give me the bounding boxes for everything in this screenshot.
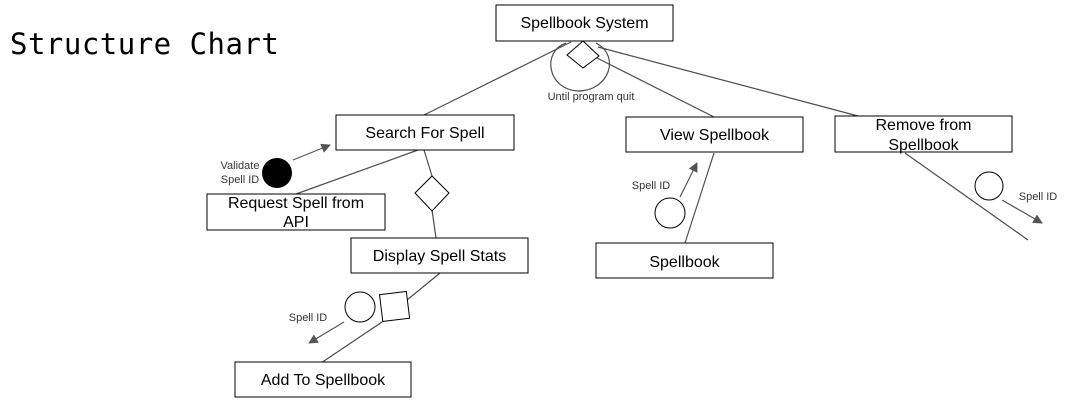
- module-label-line1: Request Spell from: [228, 195, 364, 212]
- module-box: [625, 116, 804, 153]
- page-title: Structure Chart: [10, 27, 279, 61]
- module-add-to-spellbook[interactable]: Add To Spellbook: [234, 361, 412, 398]
- module-label: Display Spell Stats: [373, 248, 506, 265]
- add-spell-id-couple: Spell ID: [289, 291, 376, 344]
- validate-flag: Validate Spell ID: [221, 143, 331, 188]
- view-spell-id-couple: Spell ID: [632, 162, 698, 229]
- connector-search-request: [295, 149, 419, 195]
- module-box: [350, 237, 529, 274]
- display-selection-diamond: [414, 175, 450, 212]
- connector-search-selection: [423, 149, 433, 177]
- connector-remove-continuation: [904, 152, 1029, 241]
- module-view-spellbook[interactable]: View Spellbook: [625, 116, 804, 153]
- loop-arc: [550, 42, 610, 92]
- module-box: [234, 361, 412, 398]
- module-label-line2: Spellbook: [888, 137, 959, 154]
- remove-spell-id-arrow: [1001, 199, 1043, 224]
- module-label-line1: Remove from: [875, 117, 971, 134]
- module-remove-from-spellbook[interactable]: Remove from Spellbook: [834, 115, 1013, 154]
- module-box: [495, 4, 674, 42]
- root-selection-diamond: [566, 40, 600, 69]
- module-request-spell-from-api[interactable]: Request Spell from API: [206, 193, 386, 231]
- add-spell-id-label: Spell ID: [289, 312, 328, 324]
- data-couple-icon: [974, 171, 1004, 201]
- connector-root-view: [594, 56, 715, 118]
- module-label: View Spellbook: [660, 127, 770, 144]
- module-box: [834, 115, 1013, 153]
- data-couple-icon: [344, 291, 376, 323]
- connector-selection-add: [320, 319, 386, 364]
- connector-display-selection: [406, 272, 441, 301]
- module-box: [595, 242, 774, 279]
- module-display-spell-stats[interactable]: Display Spell Stats: [350, 237, 529, 274]
- module-label: Spellbook: [649, 254, 720, 271]
- validate-label-line1: Validate: [221, 160, 260, 172]
- module-search-for-spell[interactable]: Search For Spell: [335, 114, 515, 151]
- module-label-line2: API: [283, 214, 309, 231]
- view-spell-id-label: Spell ID: [632, 180, 671, 192]
- remove-spell-id-couple: Spell ID: [974, 171, 1058, 224]
- connector-root-search: [423, 41, 572, 116]
- remove-spell-id-label: Spell ID: [1019, 191, 1058, 203]
- view-spell-id-arrow: [679, 162, 698, 198]
- control-flag-icon: [262, 158, 292, 188]
- module-spellbook[interactable]: Spellbook: [595, 242, 774, 279]
- module-box: [335, 114, 515, 151]
- validate-arrow: [292, 143, 331, 161]
- data-couple-icon: [654, 197, 686, 229]
- add-selection-diamond: [378, 290, 411, 323]
- validate-label-line2: Spell ID: [221, 174, 260, 186]
- loop-label: Until program quit: [548, 91, 635, 103]
- module-spellbook-system[interactable]: Spellbook System: [495, 4, 674, 42]
- connector-selection-display: [431, 209, 437, 239]
- connector-lines: [295, 41, 1029, 364]
- connector-root-remove: [597, 46, 859, 117]
- loop-indicator: Until program quit: [548, 40, 635, 103]
- module-label: Spellbook System: [520, 15, 648, 32]
- module-label: Add To Spellbook: [261, 372, 386, 389]
- add-spell-id-arrow: [308, 321, 345, 344]
- module-label: Search For Spell: [365, 125, 484, 142]
- connector-view-spellbook: [684, 152, 715, 244]
- module-box: [206, 193, 386, 231]
